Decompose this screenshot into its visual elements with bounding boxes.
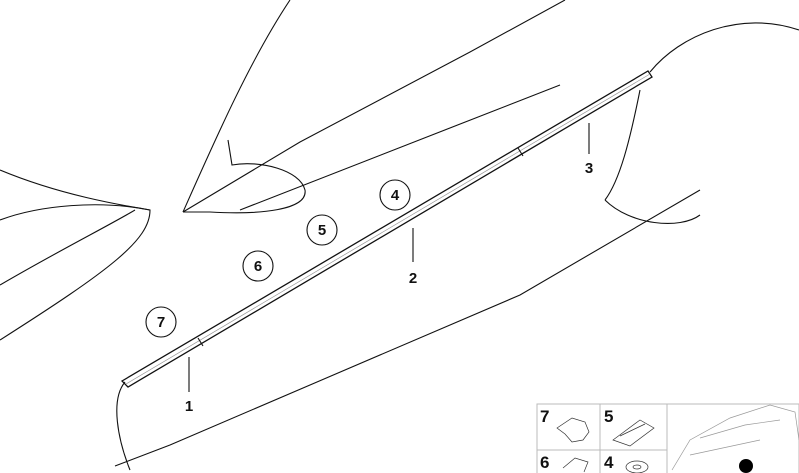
inset-label-4: 4 (604, 453, 614, 472)
clip-7-icon (556, 417, 590, 443)
clip-5-icon (612, 419, 655, 447)
svg-text:6: 6 (254, 258, 262, 275)
svg-text:5: 5 (318, 222, 326, 239)
svg-text:4: 4 (391, 187, 400, 204)
callout-4: 4 (379, 179, 411, 211)
inset-label-6: 6 (540, 453, 549, 472)
locator-marker-icon (739, 459, 753, 473)
callout-7: 7 (145, 306, 177, 338)
car-locator-icon (671, 404, 799, 471)
inset-label-7: 7 (540, 407, 549, 426)
callout-1: 1 (185, 398, 193, 415)
parts-inset: 7 5 6 4 (536, 403, 799, 473)
grommet-4-icon (625, 460, 649, 473)
callout-3: 3 (585, 160, 593, 177)
callout-5: 5 (306, 214, 338, 246)
svg-text:7: 7 (157, 314, 165, 331)
clip-6-icon (562, 457, 589, 473)
inset-label-5: 5 (604, 407, 613, 426)
side-moulding-strip (120, 70, 653, 388)
callout-6: 6 (242, 250, 274, 282)
callout-2: 2 (409, 270, 417, 287)
